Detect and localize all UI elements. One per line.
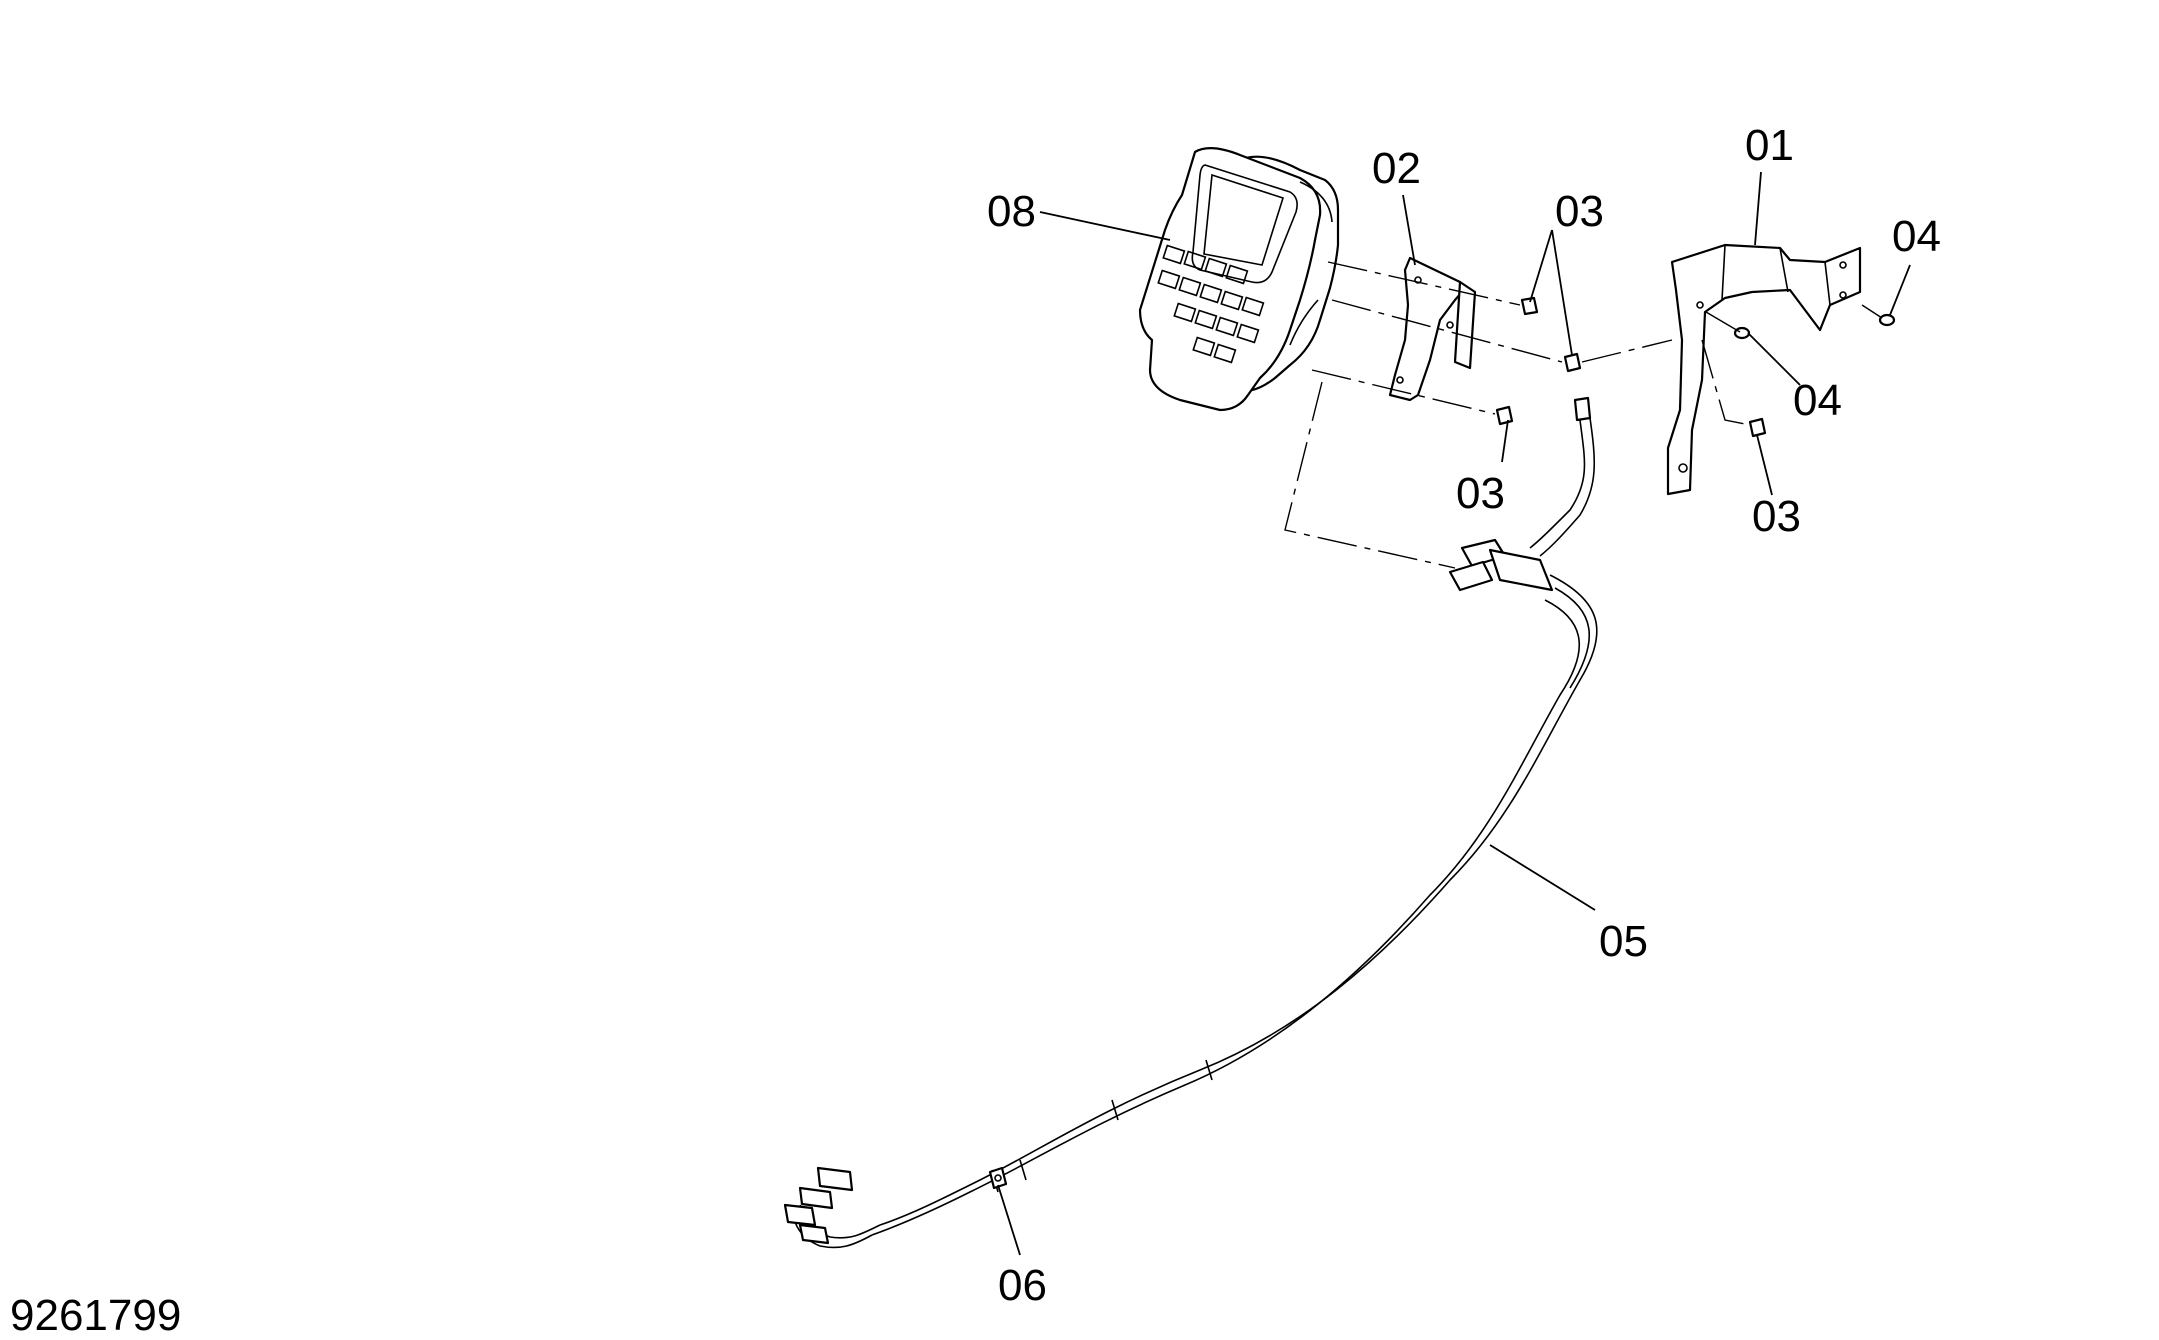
callout-03-lower: 03 [1456,469,1505,518]
callout-04-mid: 04 [1793,376,1842,425]
callout-05: 05 [1599,917,1648,966]
screw-bracket [1748,417,1767,438]
assembly-lines [1284,261,1883,569]
screw-lower [1495,405,1514,426]
mounting-plate [1388,256,1477,402]
washer-right [1878,313,1896,327]
screw-middle [1563,352,1582,373]
figure-id: 9261799 [10,1291,181,1340]
monitor-unit [1138,147,1340,412]
leader-lines [997,171,1911,1256]
callout-03-upper: 03 [1555,187,1604,236]
callout-04-right: 04 [1892,212,1941,261]
callout-03-bracket: 03 [1752,492,1801,541]
support-bracket [1666,243,1862,496]
callout-08: 08 [987,187,1036,236]
callout-06: 06 [998,1261,1047,1310]
callout-02: 02 [1372,144,1421,193]
harness-clamp [988,1166,1008,1190]
callout-01: 01 [1745,121,1794,170]
keypad [1157,244,1265,364]
screw-upper [1520,296,1539,316]
wire-harness [783,396,1598,1249]
